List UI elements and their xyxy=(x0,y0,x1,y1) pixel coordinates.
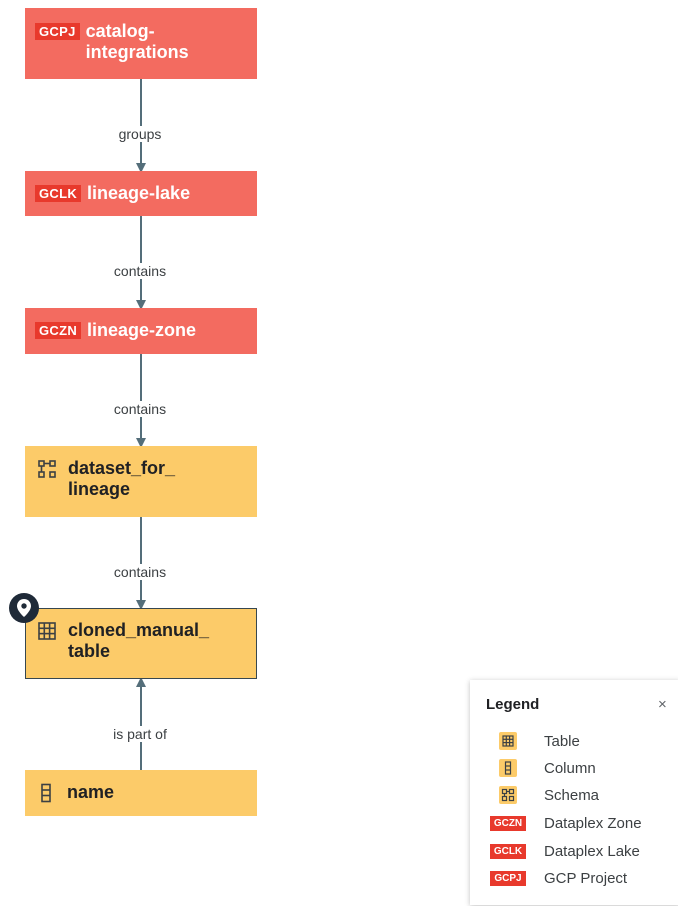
legend-item-label: Dataplex Zone xyxy=(544,814,642,832)
legend-item-label: GCP Project xyxy=(544,869,628,887)
node-cloned-manual-table[interactable]: cloned_manual_ table xyxy=(25,608,257,679)
legend-item-table: Table xyxy=(486,730,676,752)
legend-item-dataplex-zone: GCZN Dataplex Zone xyxy=(486,812,676,834)
legend-item-label: Schema xyxy=(544,786,600,804)
legend-item-label: Dataplex Lake xyxy=(544,842,640,860)
location-pin-icon xyxy=(9,593,39,623)
edge-label-contains: contains xyxy=(90,263,190,279)
node-title: lineage-lake xyxy=(87,183,191,203)
node-name-column[interactable]: name xyxy=(25,770,257,816)
edge-label-is-part-of: is part of xyxy=(90,726,190,742)
node-title: cloned_manual_ table xyxy=(68,620,210,661)
legend-panel: Legend × Table Column Schema xyxy=(470,680,678,905)
dataplex-zone-badge: GCZN xyxy=(489,815,527,831)
column-icon xyxy=(35,782,57,804)
edge-label-contains: contains xyxy=(90,401,190,417)
gcp-project-badge: GCPJ xyxy=(490,870,526,886)
gcp-project-badge: GCPJ xyxy=(35,23,80,40)
close-icon[interactable]: × xyxy=(658,696,667,713)
legend-item-schema: Schema xyxy=(486,784,676,806)
legend-item-column: Column xyxy=(486,757,676,779)
node-dataset-for-lineage[interactable]: dataset_for_ lineage xyxy=(25,446,257,517)
legend-item-label: Column xyxy=(544,759,596,777)
node-catalog-integrations[interactable]: GCPJ catalog- integrations xyxy=(25,8,257,79)
node-lineage-zone[interactable]: GCZN lineage-zone xyxy=(25,308,257,354)
legend-item-label: Table xyxy=(544,732,580,750)
legend-item-dataplex-lake: GCLK Dataplex Lake xyxy=(486,840,676,862)
node-title: name xyxy=(67,782,115,802)
dataplex-lake-badge: GCLK xyxy=(35,185,82,202)
edge-label-groups: groups xyxy=(90,126,190,142)
table-icon xyxy=(486,732,530,750)
node-title: catalog- integrations xyxy=(85,21,189,62)
edge-label-contains: contains xyxy=(90,564,190,580)
dataplex-lake-badge: GCLK xyxy=(489,843,527,859)
node-title: lineage-zone xyxy=(87,320,197,340)
legend-title: Legend xyxy=(486,696,540,713)
node-title: dataset_for_ lineage xyxy=(68,458,176,499)
dataplex-zone-badge: GCZN xyxy=(35,322,82,339)
node-lineage-lake[interactable]: GCLK lineage-lake xyxy=(25,171,257,216)
schema-icon xyxy=(486,786,530,804)
table-icon xyxy=(36,620,58,642)
column-icon xyxy=(486,759,530,777)
schema-icon xyxy=(36,458,58,480)
legend-item-gcp-project: GCPJ GCP Project xyxy=(486,867,676,889)
